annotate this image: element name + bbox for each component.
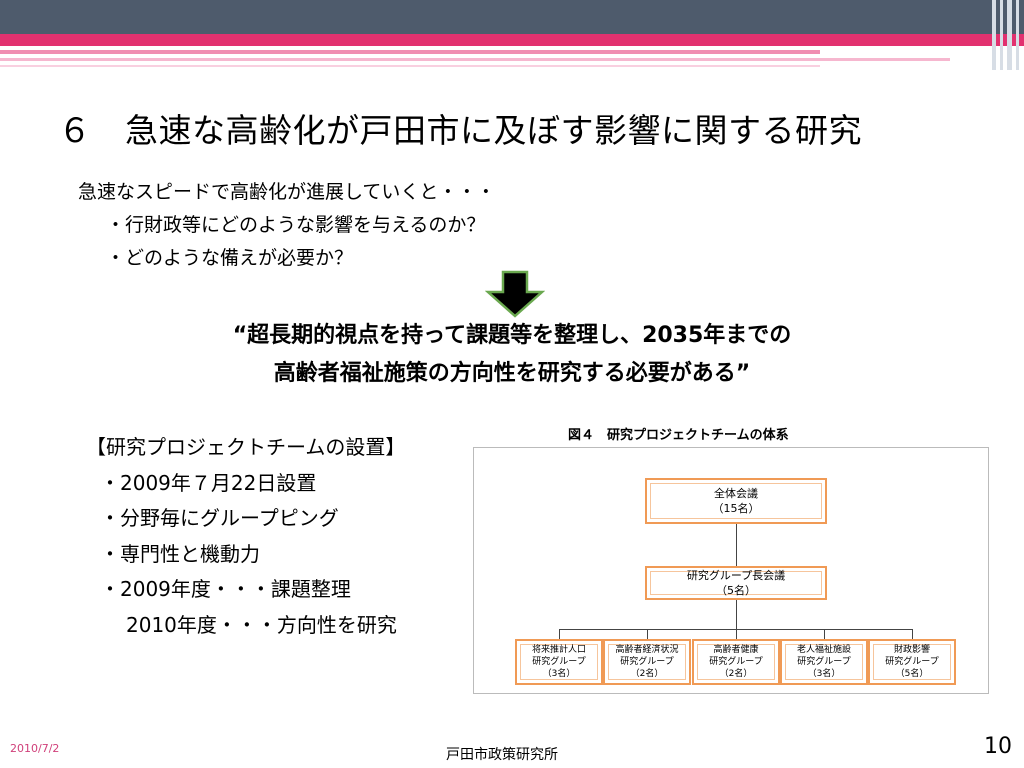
intro-bullet: ・行財政等にどのような影響を与えるのか？ [106, 214, 486, 236]
org-node-group: 高齢者健康 研究グループ （2名） [692, 639, 780, 685]
footer-organization: 戸田市政策研究所 [446, 747, 558, 763]
setup-heading: 【研究プロジェクトチームの設置】 [86, 435, 406, 459]
node-count: （5名） [895, 669, 929, 679]
conclusion-quote: “超長期的視点を持って課題等を整理し、2035年までの 高齢者福祉施策の方向性を… [0, 317, 1024, 393]
org-node-group: 財政影響 研究グループ （5名） [868, 639, 956, 685]
node-name: 研究グループ長会議 [686, 569, 786, 582]
node-name: 全体会議 [714, 487, 758, 500]
node-name: 高齢者経済状況 [615, 645, 679, 655]
header-accent-line [0, 58, 950, 61]
node-count: （2名） [630, 669, 664, 679]
node-count: （5名） [716, 584, 756, 597]
connector-line [824, 629, 825, 639]
header-accent-bar [0, 34, 1024, 46]
setup-item: ・分野毎にグループピング [100, 506, 339, 530]
node-name: 高齢者健康 [713, 645, 759, 655]
node-name: 研究グループ [797, 657, 851, 667]
intro-text: 急速なスピードで高齢化が進展していくと・・・ ・行財政等にどのような影響を与える… [78, 176, 495, 275]
connector-line [559, 629, 560, 639]
node-count: （2名） [719, 669, 753, 679]
node-count: （3名） [807, 669, 841, 679]
node-count: （3名） [542, 669, 576, 679]
footer-date: 2010/7/2 [10, 742, 60, 755]
org-node-leaders: 研究グループ長会議 （5名） [645, 566, 827, 600]
setup-item: ・専門性と機動力 [100, 541, 260, 566]
node-name: 研究グループ [532, 657, 586, 667]
header-accent-line [0, 65, 820, 67]
connector-line [736, 599, 737, 629]
org-node-group: 高齢者経済状況 研究グループ （2名） [603, 639, 691, 685]
slide-title: ６ 急速な高齢化が戸田市に及ぼす影響に関する研究 [58, 111, 862, 150]
intro-line: 急速なスピードで高齢化が進展していくと・・・ [78, 181, 496, 203]
header-stripes [990, 0, 1024, 70]
node-name: 研究グループ [709, 657, 763, 667]
node-name: 将来推計人口 [531, 645, 586, 655]
connector-line [736, 523, 737, 566]
team-setup-list: 【研究プロジェクトチームの設置】 ・2009年７月22日設置 ・分野毎にグループ… [86, 430, 405, 643]
org-node-plenary: 全体会議 （15名） [645, 478, 827, 524]
down-arrow-icon [485, 270, 545, 318]
setup-item: 2010年度・・・方向性を研究 [126, 612, 397, 637]
node-name: 研究グループ [620, 657, 674, 667]
node-name: 老人福祉施設 [796, 645, 851, 655]
page-number: 10 [984, 734, 1012, 759]
figure-caption: 図４ 研究プロジェクトチームの体系 [568, 428, 789, 443]
header-dark-bar [0, 0, 1024, 34]
intro-bullet: ・どのような備えが必要か？ [106, 247, 354, 269]
quote-line: 高齢者福祉施策の方向性を研究する必要がある” [273, 361, 751, 386]
org-node-group: 老人福祉施設 研究グループ （3名） [780, 639, 868, 685]
node-name: 財政影響 [893, 645, 930, 655]
connector-line [559, 629, 912, 630]
node-count: （15名） [712, 502, 760, 515]
connector-line [647, 629, 648, 639]
connector-line [912, 629, 913, 639]
header-accent-line [0, 50, 820, 54]
connector-line [736, 629, 737, 639]
node-name: 研究グループ [885, 657, 939, 667]
org-chart: 全体会議 （15名） 研究グループ長会議 （5名） 将来推計人口 研究グループ … [473, 447, 989, 694]
org-node-group: 将来推計人口 研究グループ （3名） [515, 639, 603, 685]
setup-item: ・2009年７月22日設置 [100, 470, 317, 495]
setup-item: ・2009年度・・・課題整理 [100, 577, 351, 601]
quote-line: “超長期的視点を持って課題等を整理し、2035年までの [232, 323, 792, 348]
